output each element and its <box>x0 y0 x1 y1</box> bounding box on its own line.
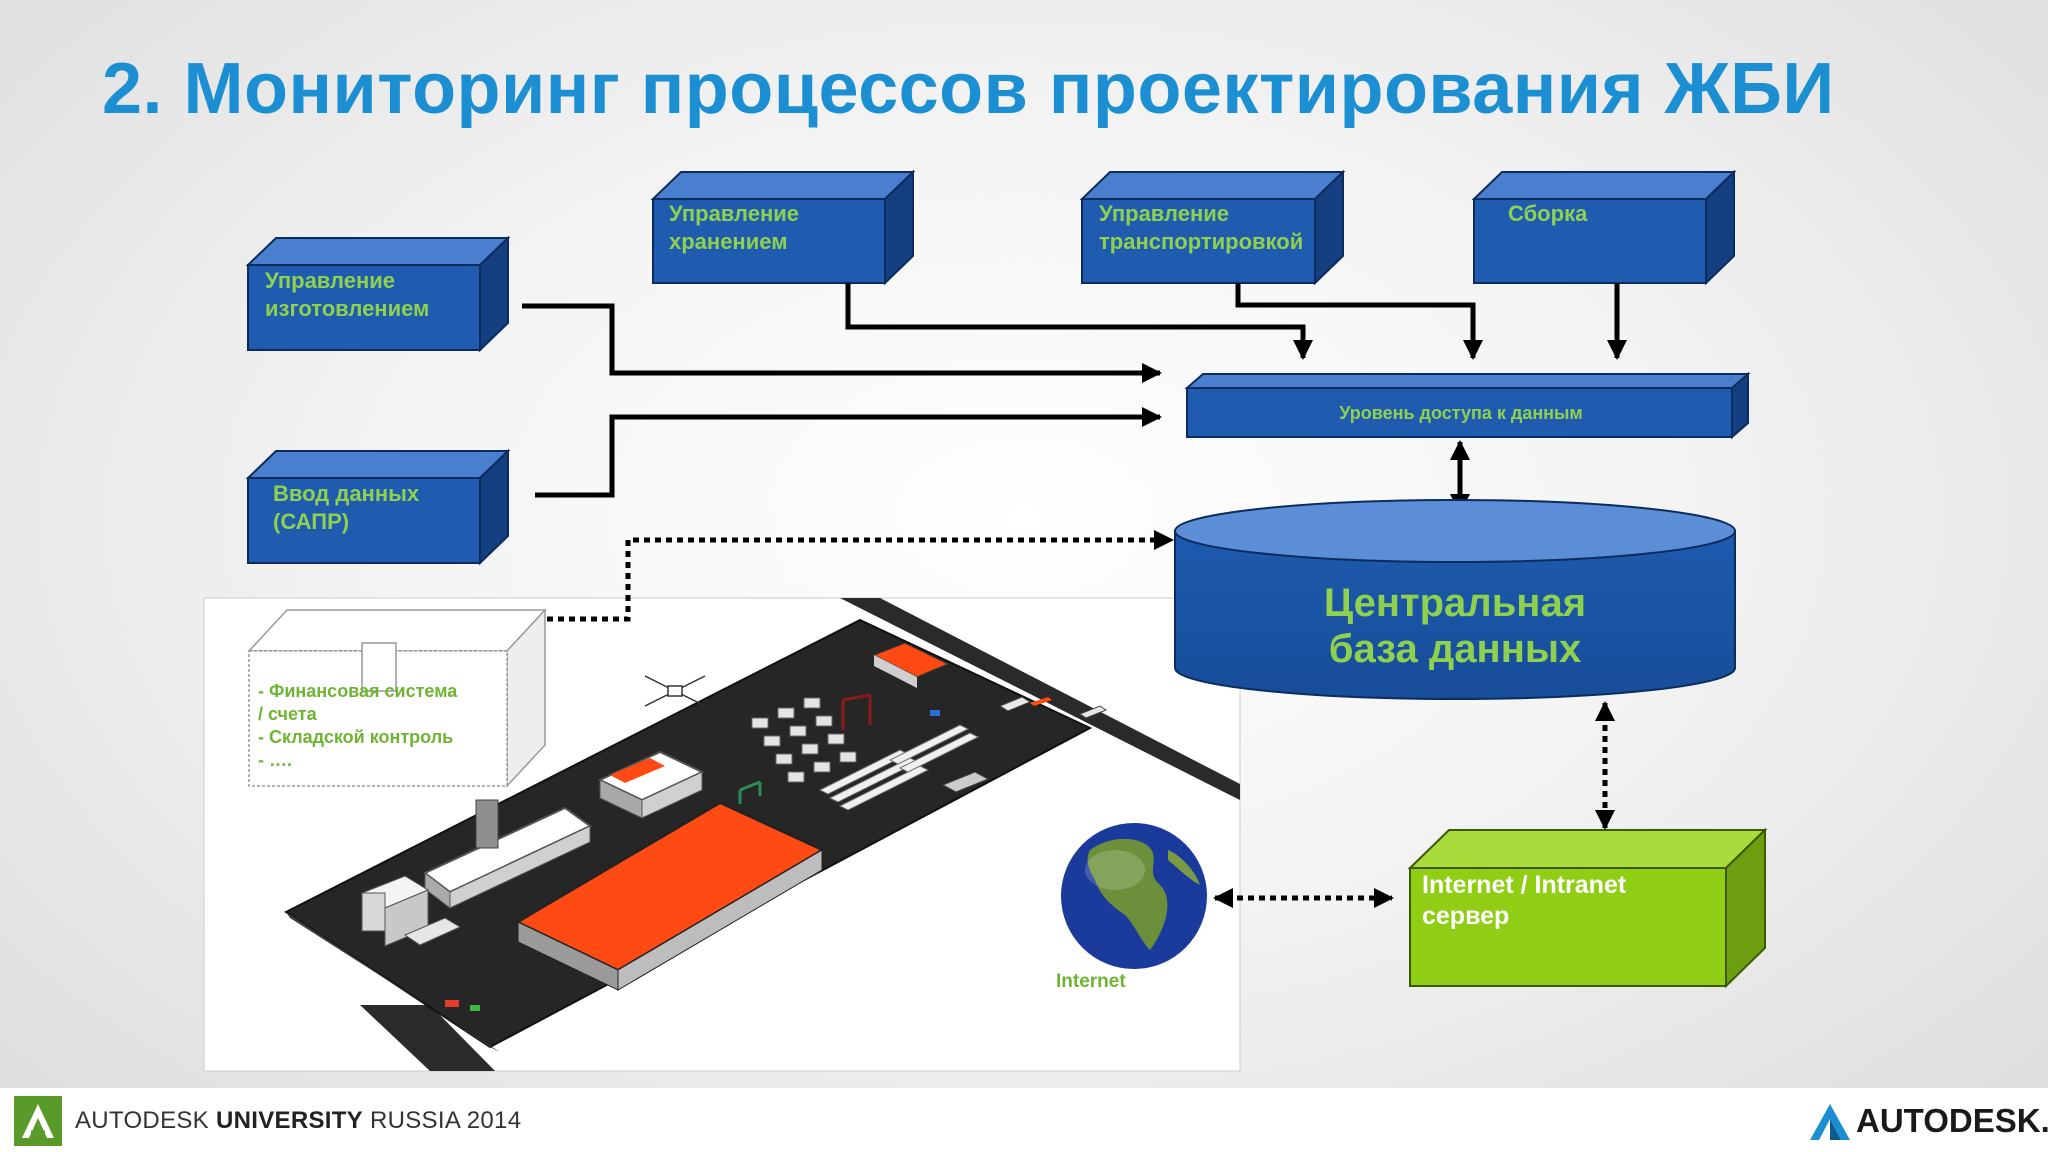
autodesk-university-logo-icon <box>14 1096 62 1146</box>
box-access-layer <box>1184 371 1751 440</box>
box-storage <box>650 169 916 286</box>
central-database-cylinder <box>1174 499 1736 700</box>
event-name: AUTODESK UNIVERSITY RUSSIA 2014 <box>75 1107 522 1134</box>
manufacturing-label: Управление изготовлением <box>265 268 430 321</box>
internet-label: Internet <box>1056 971 1126 992</box>
transport-label: Управление транспортировкой <box>1099 201 1304 254</box>
storage-label: Управление хранением <box>669 201 800 254</box>
assembly-label: Сборка <box>1508 201 1588 226</box>
autodesk-logo-icon <box>1810 1104 1850 1140</box>
central-db-label: Центральная база данных <box>1323 581 1587 671</box>
box-data-input <box>245 448 511 566</box>
box-financial-system <box>247 608 547 788</box>
plant-illustration <box>203 597 1241 1072</box>
box-manufacturing <box>245 235 511 353</box>
dotted-connectors <box>547 530 1615 908</box>
box-server <box>1407 827 1768 989</box>
footer-bar <box>0 1088 2048 1152</box>
solid-connectors <box>522 283 1627 514</box>
internet-globe-icon <box>1061 823 1207 969</box>
box-transport <box>1079 169 1346 286</box>
access-layer-label: Уровень доступа к данным <box>1339 403 1583 423</box>
slide-title: 2. Мониторинг процессов проектирования Ж… <box>102 49 1835 129</box>
box-assembly <box>1471 169 1737 286</box>
data-input-label: Ввод данных (САПР) <box>273 481 420 534</box>
autodesk-brand: AUTODESK. <box>1856 1102 2048 1139</box>
server-label: Internet / Intranet сервер <box>1422 871 1627 930</box>
financial-system-note: - Финансовая система / счета - Складской… <box>258 681 458 770</box>
